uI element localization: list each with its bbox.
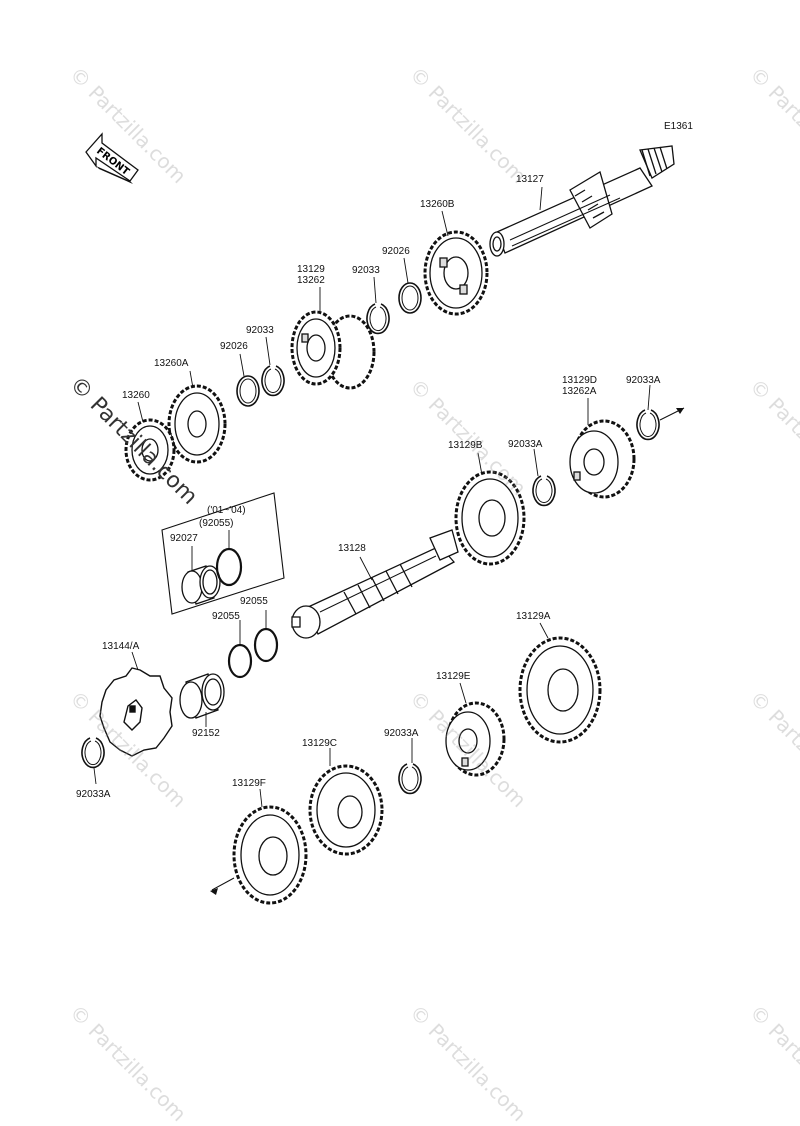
part-label-92033-top[interactable]: 92033 <box>352 265 380 276</box>
part-label-92026-mid[interactable]: 92026 <box>220 341 248 352</box>
gear-13129b <box>454 470 526 566</box>
part-label-13260b[interactable]: 13260B <box>420 199 455 210</box>
leader-left-arrow <box>211 877 235 891</box>
part-label-92027[interactable]: 92027 <box>170 533 198 544</box>
part-label-92055-b[interactable]: 92055 <box>240 596 268 607</box>
gear-13260 <box>124 418 176 482</box>
part-label-92033a-right[interactable]: 92033A <box>626 375 661 386</box>
sprocket-13144a <box>99 667 173 757</box>
ring-92055-bracket <box>215 547 243 587</box>
counter-shaft-13128 <box>291 529 459 639</box>
part-label-92033-mid[interactable]: 92033 <box>246 325 274 336</box>
part-label-13260[interactable]: 13260 <box>122 390 150 401</box>
leader-lines <box>93 186 651 808</box>
part-label-13129c[interactable]: 13129C <box>302 738 338 749</box>
part-label-13128[interactable]: 13128 <box>338 543 366 554</box>
gear-13129-13262 <box>290 310 376 390</box>
part-label-13129f[interactable]: 13129F <box>232 778 266 789</box>
ring-92055-a <box>227 643 253 679</box>
gear-13129a <box>518 636 602 744</box>
snapring-92033a-mid <box>532 475 556 507</box>
variant-bracket-box <box>161 492 285 615</box>
arrow-head-icon <box>210 888 218 895</box>
bush-92152 <box>179 673 225 719</box>
part-label-92026-top[interactable]: 92026 <box>382 246 410 257</box>
part-label-13129a[interactable]: 13129A <box>516 611 551 622</box>
part-label-92033a-low[interactable]: 92033A <box>384 728 419 739</box>
part-label-13129e[interactable]: 13129E <box>436 671 471 682</box>
variant-years-label: ('01~'04) <box>207 505 246 516</box>
gear-13129f <box>232 805 308 905</box>
gear-13129d-13262a <box>569 419 636 499</box>
arrow-head-icon <box>676 408 684 414</box>
part-label-13127[interactable]: 13127 <box>516 174 544 185</box>
part-label-92033a-mid[interactable]: 92033A <box>508 439 543 450</box>
part-label-13260a[interactable]: 13260A <box>154 358 189 369</box>
ring-92026-top <box>398 282 422 314</box>
ring-92026-mid <box>236 375 260 407</box>
part-label-13262a[interactable]: 13262A <box>562 386 597 397</box>
part-label-92152[interactable]: 92152 <box>192 728 220 739</box>
part-label-13129[interactable]: 13129 <box>297 264 325 275</box>
part-label-13144a[interactable]: 13144/A <box>102 641 140 652</box>
part-label-13129b[interactable]: 13129B <box>448 440 483 451</box>
snapring-92033a-low <box>398 763 422 795</box>
snapring-92033-top <box>366 303 390 335</box>
gear-13260a <box>167 384 227 464</box>
gear-13129e <box>445 701 506 777</box>
gear-13260b <box>423 230 489 316</box>
part-label-92033a-left[interactable]: 92033A <box>76 789 111 800</box>
part-label-92055-bracket[interactable]: (92055) <box>199 518 234 529</box>
part-label-13129d[interactable]: 13129D <box>562 375 598 386</box>
bush-92027 <box>181 565 221 605</box>
snapring-92033-mid <box>261 365 285 397</box>
snapring-92033a-right <box>636 409 660 441</box>
part-label-13262[interactable]: 13262 <box>297 275 325 286</box>
part-label-92055-a[interactable]: 92055 <box>212 611 240 622</box>
main-shaft-13127 <box>489 145 675 257</box>
ring-92055-b <box>253 627 279 663</box>
transmission-diagram: FRONT <box>81 132 685 905</box>
gear-13129c <box>308 764 384 856</box>
diagram-ref-code: E1361 <box>664 121 693 132</box>
snapring-92033a-left <box>81 737 105 769</box>
